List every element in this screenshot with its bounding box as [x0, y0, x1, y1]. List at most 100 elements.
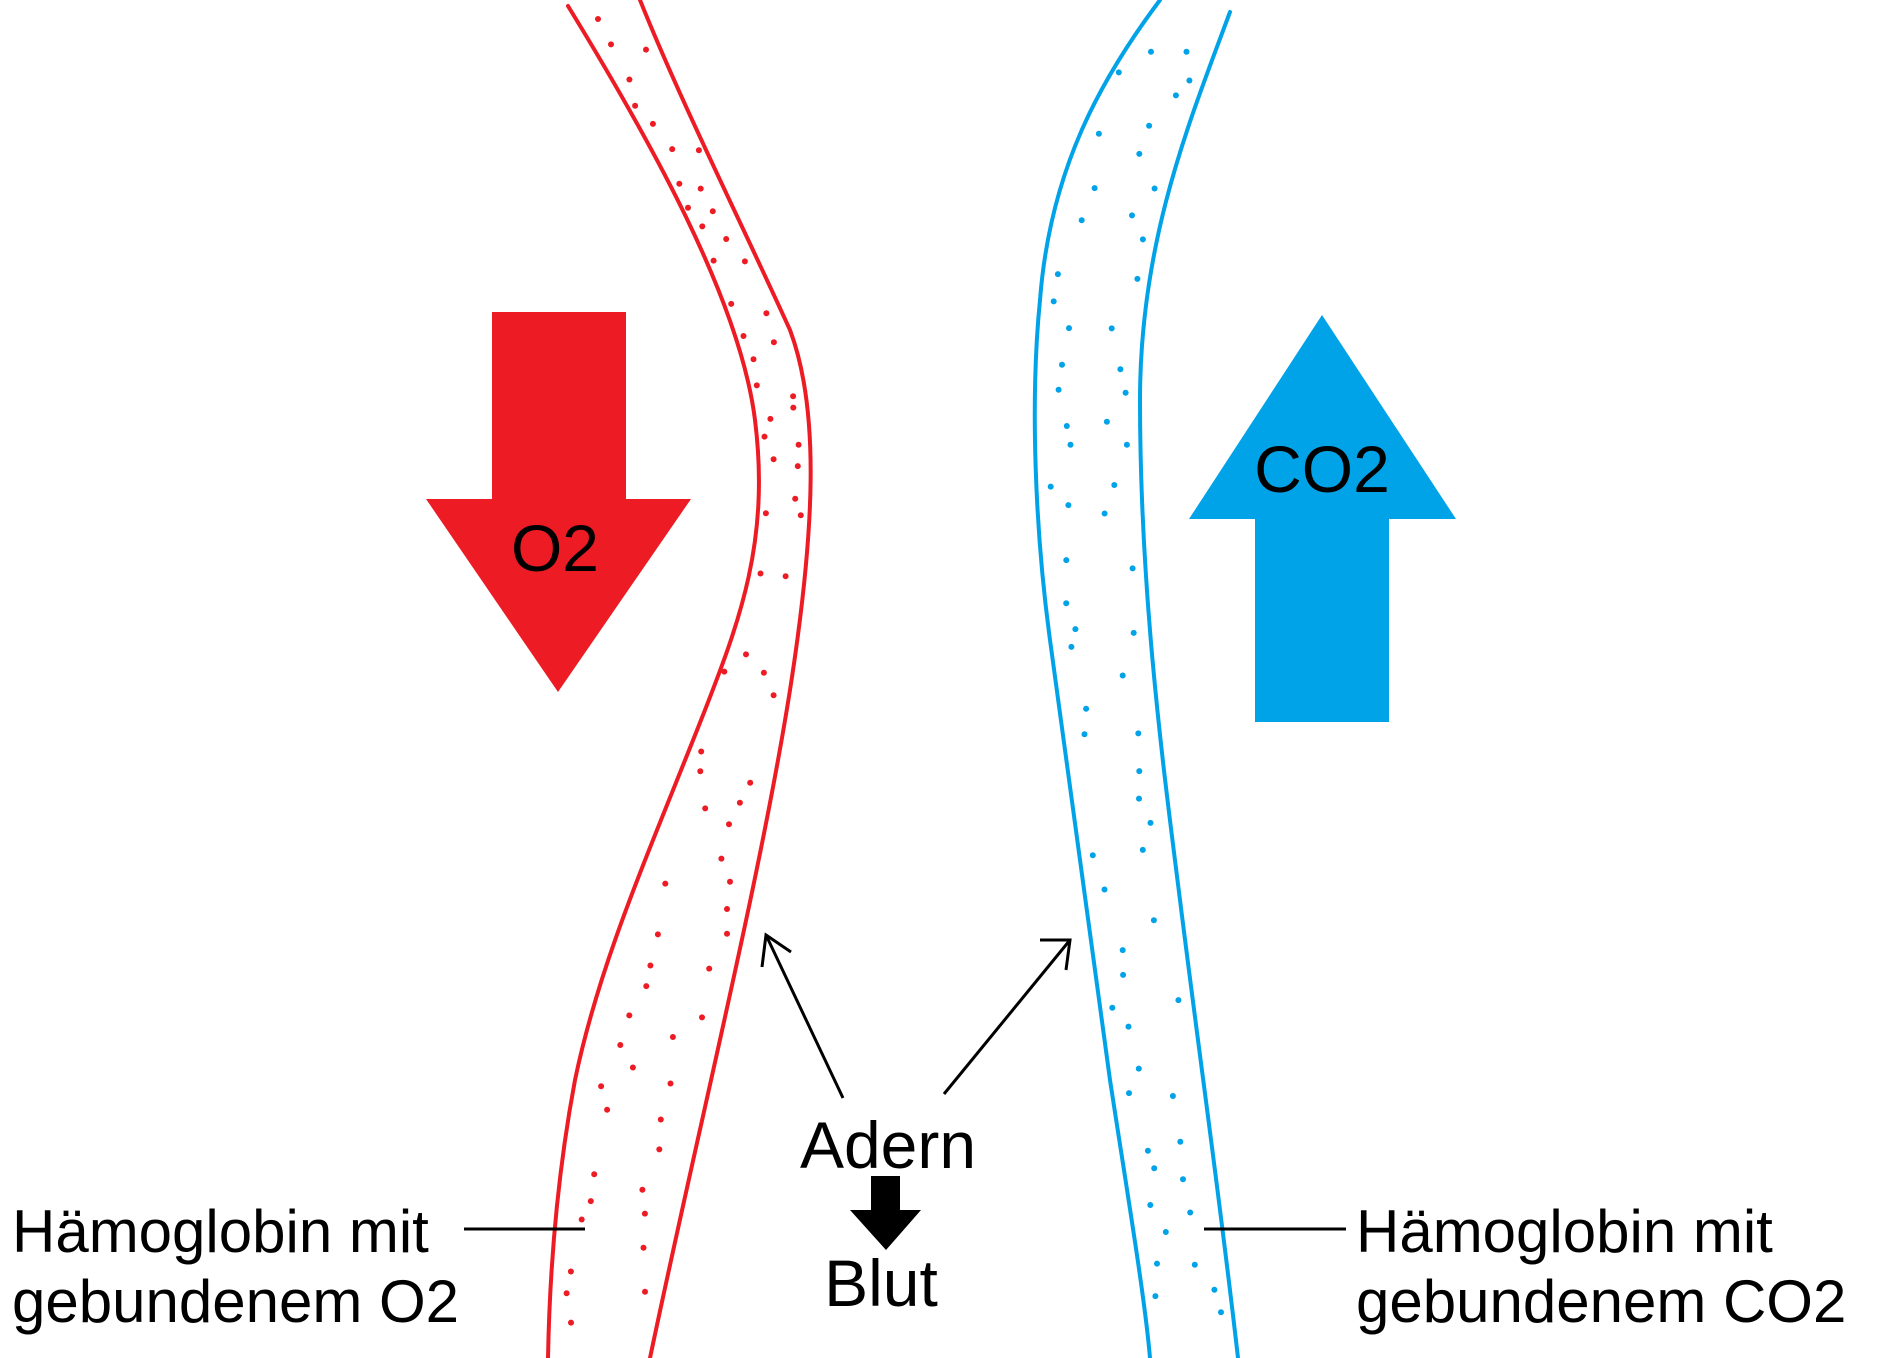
hemoglobin-dot — [1122, 389, 1129, 396]
hemoglobin-dot — [1115, 69, 1122, 76]
hemoglobin-dot — [676, 180, 683, 187]
hemoglobin-dot — [629, 1064, 636, 1071]
hemoglobin-dot — [1177, 1138, 1184, 1145]
hemoglobin-dot — [567, 1268, 574, 1275]
hemoglobin-dot — [639, 1186, 646, 1193]
blue-vessel-left-wall — [1032, 0, 1162, 1358]
hemoglobin-dot — [643, 46, 649, 53]
hemoglobin-dot — [1089, 852, 1096, 859]
hemoglobin-dot — [669, 146, 676, 153]
hemoglobin-dot — [640, 1244, 647, 1251]
hemoglobin-dot — [1126, 1090, 1132, 1097]
hemoglobin-dot — [750, 356, 757, 363]
hemoglobin-dot — [702, 805, 709, 812]
hemoglobin-dot — [1108, 325, 1115, 332]
red-vessel-right-wall — [638, 0, 813, 1358]
hemoglobin-dot — [743, 651, 749, 658]
hemoglobin-dot — [724, 906, 730, 912]
hemoglobin-dot — [1119, 947, 1126, 954]
hemoglobin-dot — [721, 668, 728, 675]
hemoglobin-dot — [685, 204, 691, 211]
right-label-line-1: Hämoglobin mit — [1356, 1198, 1773, 1265]
left-label-line-2: gebundenem O2 — [12, 1268, 459, 1335]
hemoglobin-dot — [760, 669, 767, 676]
hemoglobin-dot — [604, 1106, 611, 1113]
hemoglobin-dot — [695, 147, 702, 154]
blood-label: Blut — [824, 1246, 938, 1320]
hemoglobin-dot — [1180, 1176, 1186, 1183]
hemoglobin-dot — [736, 799, 743, 806]
hemoglobin-dot — [1130, 629, 1137, 636]
hemoglobin-dot — [1136, 150, 1143, 157]
hemoglobin-dot — [1147, 819, 1154, 826]
hemoglobin-dot — [1047, 483, 1054, 490]
hemoglobin-dot — [617, 1042, 624, 1048]
hemoglobin-dot — [587, 1198, 594, 1205]
hemoglobin-dot — [563, 1290, 570, 1297]
hemoglobin-dot — [632, 102, 639, 109]
hemoglobin-dot — [790, 404, 797, 411]
hemoglobin-dot — [595, 16, 601, 22]
hemoglobin-dot — [1169, 1093, 1176, 1099]
hemoglobin-dot — [1103, 418, 1110, 425]
hemoglobin-dot — [1063, 600, 1070, 607]
hemoglobin-dot — [728, 300, 735, 307]
vessels-label: Adern — [800, 1108, 976, 1182]
hemoglobin-dot — [740, 333, 747, 339]
hemoglobin-dot — [578, 1216, 585, 1223]
hemoglobin-dot — [626, 76, 633, 83]
hemoglobin-dot — [1054, 271, 1061, 278]
hemoglobin-dot — [1152, 1293, 1159, 1300]
hemoglobin-dot — [770, 456, 777, 463]
hemoglobin-dot — [656, 1146, 663, 1153]
hemoglobin-dot — [757, 570, 764, 577]
hemoglobin-dot — [1183, 48, 1190, 55]
hemoglobin-dot — [1172, 92, 1179, 99]
hemoglobin-dot — [797, 512, 804, 519]
hemoglobin-dot — [649, 120, 656, 127]
hemoglobin-dot — [761, 433, 768, 440]
hemoglobin-dot — [1129, 565, 1136, 572]
hemoglobin-dot — [1109, 1004, 1116, 1011]
hemoglobin-dot — [697, 768, 704, 775]
hemoglobin-dot — [1175, 997, 1182, 1004]
hemoglobin-dot — [718, 855, 725, 862]
hemoglobin-dot — [770, 692, 777, 699]
hemoglobin-dot — [724, 930, 730, 937]
hemoglobin-dot — [710, 257, 717, 264]
hemoglobin-dot — [709, 208, 716, 215]
hemoglobin-dot — [1095, 130, 1102, 137]
hemoglobin-dot — [1135, 1065, 1142, 1072]
hemoglobin-dot — [792, 495, 799, 502]
hemoglobin-dot — [1081, 731, 1088, 738]
hemoglobin-dot — [1186, 77, 1193, 84]
hemoglobin-dot — [1135, 730, 1142, 737]
hemoglobin-dot — [1072, 626, 1079, 633]
hemoglobin-dot — [762, 510, 769, 517]
pointer-to-blue-vessel — [942, 939, 1072, 1095]
hemoglobin-dot — [1078, 217, 1085, 224]
hemoglobin-dot — [1063, 423, 1070, 429]
hemoglobin-dot — [1139, 846, 1146, 853]
hemoglobin-dot — [1146, 122, 1153, 129]
hemoglobin-dot — [741, 258, 748, 265]
hemoglobin-dot — [1162, 1229, 1169, 1235]
hemoglobin-dot — [662, 880, 669, 887]
hemoglobin-dot — [591, 1171, 598, 1178]
hemoglobin-dot — [699, 1014, 705, 1021]
hemoglobin-dot — [1151, 185, 1158, 192]
hemoglobin-dot — [647, 962, 654, 969]
hemoglobin-dot — [1187, 1209, 1194, 1216]
co2-arrow-label: CO2 — [1254, 432, 1390, 506]
hemoglobin-dot — [698, 748, 705, 755]
blue-vessel-right-wall — [1137, 10, 1240, 1358]
hemoglobin-dot — [1123, 441, 1130, 448]
pointer-to-red-vessel — [764, 934, 845, 1099]
hemoglobin-dot — [1144, 1147, 1151, 1154]
hemoglobin-dot — [1065, 502, 1072, 509]
hemoglobin-dot — [643, 983, 650, 990]
hemoglobin-dot — [1147, 1202, 1154, 1208]
hemoglobin-dot — [654, 931, 661, 938]
blue-vessel — [1032, 0, 1240, 1358]
hemoglobin-dot — [1055, 386, 1062, 393]
